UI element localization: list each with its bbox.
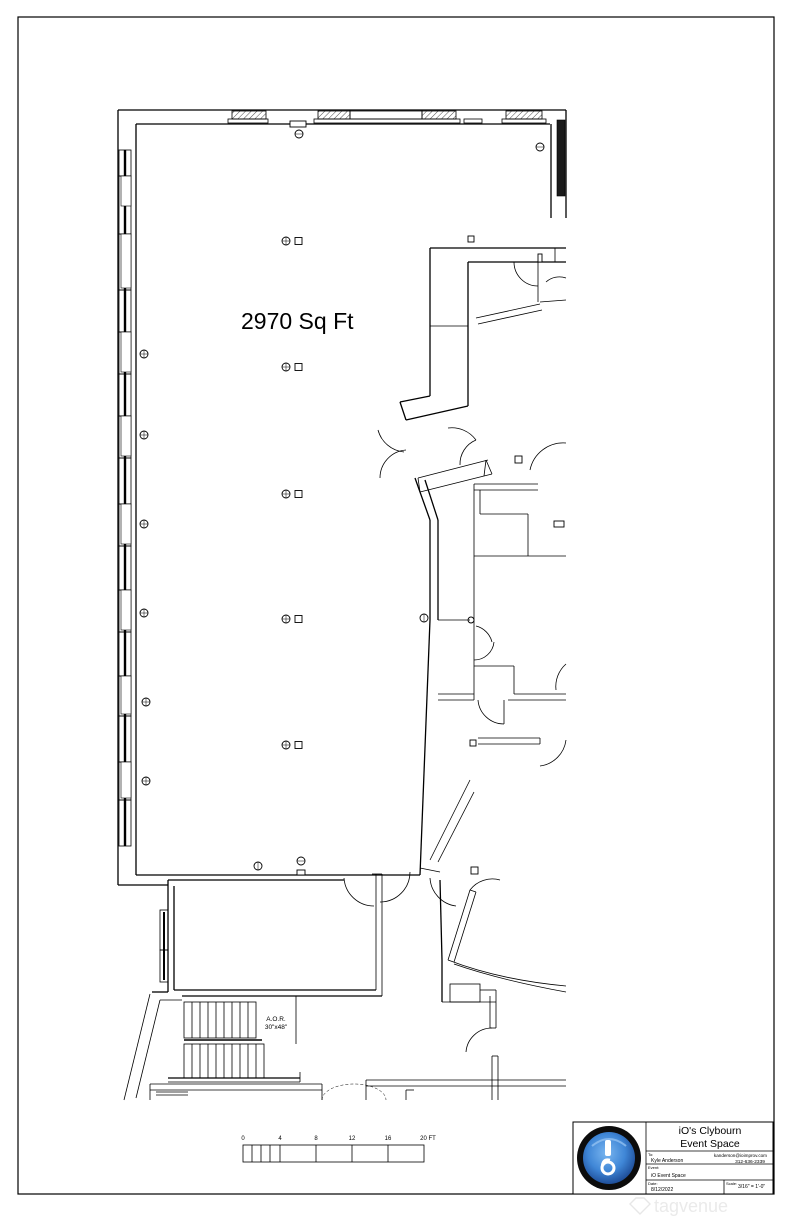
date-value: 8/12/2022	[651, 1187, 673, 1193]
lower-left-room	[123, 879, 382, 1101]
scale-value: 3/16" = 1'-0"	[738, 1184, 765, 1190]
area-label: 2970 Sq Ft	[241, 308, 354, 334]
io-logo	[577, 1126, 641, 1190]
to-label: To:	[648, 1152, 653, 1157]
main-hall-walls	[117, 109, 567, 886]
aor-size-label: 30"x48"	[265, 1024, 288, 1031]
scale-label: Scale:	[726, 1181, 737, 1186]
contact-phone: 312-636-2339	[735, 1159, 765, 1165]
column-markers	[139, 235, 565, 876]
top-windows	[227, 110, 547, 152]
left-windows	[118, 149, 132, 847]
lower-right-rooms	[149, 879, 567, 1101]
sheet-border	[17, 16, 775, 1195]
contact-email: kanderson@ioimprov.com	[714, 1153, 767, 1158]
plan-clip-mask	[567, 100, 767, 1110]
scale-tick-4: 4	[278, 1136, 282, 1142]
scale-tick-20: 20 FT	[420, 1136, 436, 1142]
event-label: Event:	[648, 1165, 659, 1170]
title-line-2: Event Space	[680, 1138, 740, 1150]
scale-bar: 0 4 8 12 16 20 FT	[241, 1136, 436, 1163]
scale-tick-8: 8	[314, 1136, 318, 1142]
doors	[343, 248, 567, 996]
aor-label: A.O.R.	[266, 1016, 286, 1023]
event-name: iO Event Space	[651, 1173, 686, 1179]
title-line-1: iO's Clybourn	[679, 1125, 742, 1137]
date-label: Date:	[648, 1181, 658, 1186]
scale-tick-0: 0	[241, 1136, 245, 1142]
stairs	[168, 1001, 301, 1083]
scale-tick-16: 16	[385, 1136, 392, 1142]
scale-tick-12: 12	[349, 1136, 356, 1142]
watermark: tagvenue	[629, 1196, 728, 1216]
contact-name: Kyle Anderson	[651, 1158, 683, 1164]
watermark-text: tagvenue	[654, 1196, 728, 1216]
